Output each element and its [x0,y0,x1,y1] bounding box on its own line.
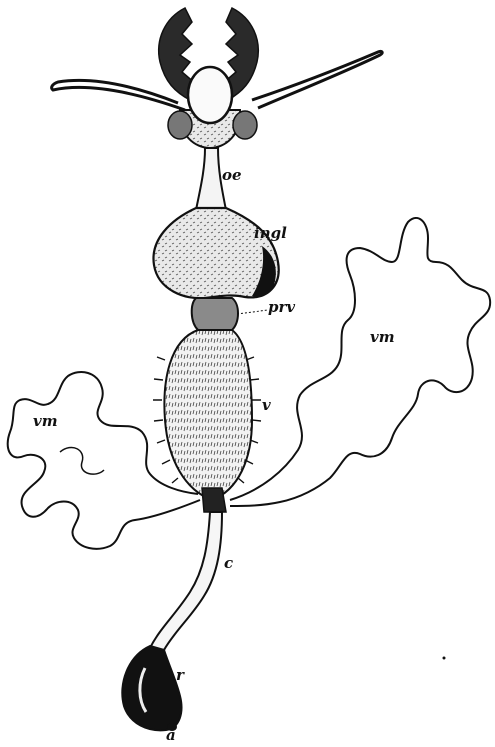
label-vm-right: vm [370,330,395,345]
left-antenna [52,80,185,110]
label-r: r [176,668,184,683]
proventriculus [192,298,238,330]
colon [150,512,222,650]
ventriculus [164,330,252,500]
label-prv: prv [268,300,295,315]
rectum [122,646,181,730]
labrum [188,67,232,123]
label-a: a [166,728,176,743]
label-vm-left: vm [33,414,58,429]
malpighian-tubes-left-inner [60,447,104,474]
right-eye [233,111,257,139]
pyloric-junction [202,488,226,512]
left-eye [168,111,192,139]
right-antenna [252,51,382,108]
label-v: v [262,398,271,413]
label-ingl: ingl [254,226,287,241]
label-oe: oe [222,168,242,183]
prv-leader [237,310,268,314]
speck [443,657,446,660]
label-c: c [224,556,233,571]
